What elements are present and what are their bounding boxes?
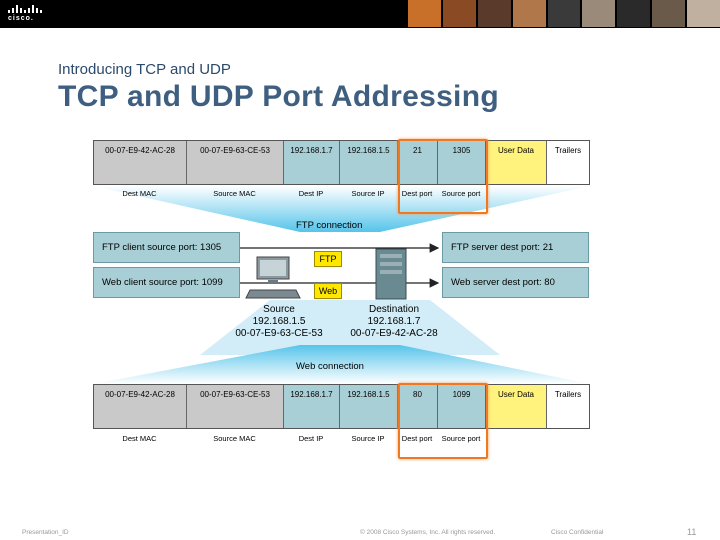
- field-label: Dest port: [401, 189, 433, 198]
- frame-cell-source-ip: 192.168.1.5: [340, 385, 398, 428]
- destination-mac: 00-07-E9-42-AC-28: [350, 328, 438, 339]
- frame-top: 00-07-E9-42-AC-28 00-07-E9-63-CE-53 192.…: [93, 140, 590, 185]
- frame-cell-source-port: 1305: [438, 141, 486, 184]
- field-label: Dest MAC: [122, 189, 157, 198]
- frame-cell-source-mac: 00-07-E9-63-CE-53: [187, 385, 284, 428]
- frame-cell-source-mac: 00-07-E9-63-CE-53: [187, 141, 284, 184]
- destination-ip: 192.168.1.7: [367, 316, 421, 327]
- slide-title: TCP and UDP Port Addressing: [58, 80, 499, 113]
- ftp-server-port: FTP server dest port: 21: [442, 232, 589, 263]
- frame-bottom: 00-07-E9-42-AC-28 00-07-E9-63-CE-53 192.…: [93, 384, 590, 429]
- destination-host: Destination 192.168.1.7 00-07-E9-42-AC-2…: [336, 304, 452, 340]
- frame-cell-dest-ip: 192.168.1.7: [284, 141, 340, 184]
- frame-cell-trailers: Trailers: [547, 385, 589, 428]
- field-label: Dest IP: [298, 189, 324, 198]
- header-bar: cisco.: [0, 0, 720, 28]
- frame-cell-user-data: User Data: [486, 141, 547, 184]
- slide-subtitle: Introducing TCP and UDP: [58, 61, 231, 78]
- frame-cell-trailers: Trailers: [547, 141, 589, 184]
- field-label: Source MAC: [213, 189, 256, 198]
- footer-presentation-id: Presentation_ID: [22, 529, 69, 536]
- field-label: Source port: [441, 434, 481, 443]
- frame-cell-dest-port: 21: [398, 141, 438, 184]
- web-server-port: Web server dest port: 80: [442, 267, 589, 298]
- web-tag: Web: [314, 283, 342, 299]
- frame-cell-dest-ip: 192.168.1.7: [284, 385, 340, 428]
- field-label: Source MAC: [213, 434, 256, 443]
- web-beam: [93, 345, 590, 384]
- source-mac: 00-07-E9-63-CE-53: [235, 328, 323, 339]
- field-label: Dest port: [401, 434, 433, 443]
- frame-cell-dest-port: 80: [398, 385, 438, 428]
- field-label: Dest MAC: [122, 434, 157, 443]
- field-label: Source IP: [351, 434, 385, 443]
- source-pc-icon: [245, 256, 301, 299]
- ftp-tag: FTP: [314, 251, 342, 267]
- frame-cell-user-data: User Data: [486, 385, 547, 428]
- destination-server-icon: [375, 248, 407, 300]
- footer-copyright: © 2008 Cisco Systems, Inc. All rights re…: [360, 529, 496, 536]
- frame-cell-dest-mac: 00-07-E9-42-AC-28: [94, 385, 187, 428]
- source-host: Source 192.168.1.5 00-07-E9-63-CE-53: [224, 304, 334, 340]
- footer-confidential: Cisco Confidential: [551, 529, 604, 536]
- destination-label: Destination: [368, 304, 420, 315]
- ftp-connection-label: FTP connection: [296, 220, 363, 231]
- photo-strip: [408, 0, 720, 27]
- frame-bottom-labels: Dest MAC Source MAC Dest IP Source IP De…: [93, 434, 485, 443]
- frame-cell-source-port: 1099: [438, 385, 486, 428]
- source-label: Source: [263, 304, 295, 315]
- source-ip: 192.168.1.5: [252, 316, 306, 327]
- field-label: Dest IP: [298, 434, 324, 443]
- ftp-beam: [93, 186, 590, 232]
- frame-cell-dest-mac: 00-07-E9-42-AC-28: [94, 141, 187, 184]
- web-client-port: Web client source port: 1099: [93, 267, 240, 298]
- field-label: Source port: [441, 189, 481, 198]
- field-label: Source IP: [351, 189, 385, 198]
- web-connection-label: Web connection: [296, 361, 364, 372]
- port-highlight-bottom: [398, 383, 488, 459]
- footer-page-number: 11: [687, 527, 697, 537]
- frame-top-labels: Dest MAC Source MAC Dest IP Source IP De…: [93, 189, 485, 198]
- frame-cell-source-ip: 192.168.1.5: [340, 141, 398, 184]
- cisco-logo: cisco.: [8, 5, 42, 23]
- port-highlight-top: [398, 139, 488, 214]
- ftp-client-port: FTP client source port: 1305: [93, 232, 240, 263]
